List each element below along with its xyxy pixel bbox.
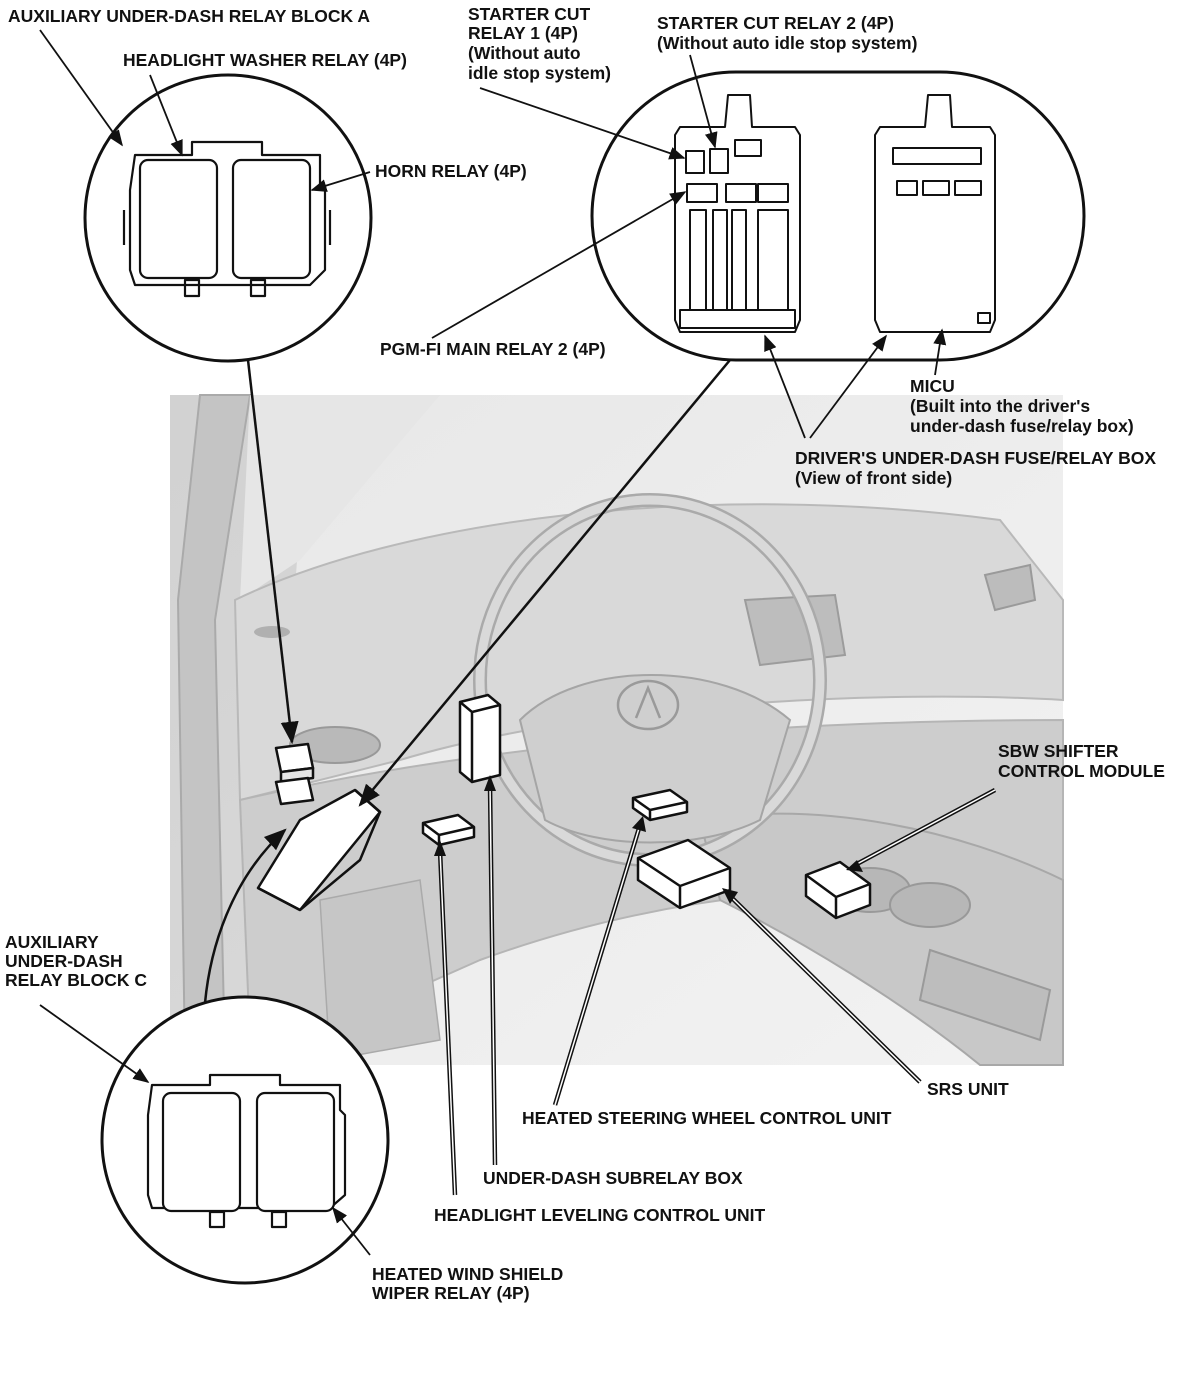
inset-relay-block-a (83, 73, 373, 363)
label-line: HEATED WIND SHIELD (372, 1264, 564, 1284)
headlight-leveling-component (421, 813, 476, 847)
heated-steering-wheel-unit-component (631, 788, 689, 822)
inset-relay-block-c (100, 995, 390, 1285)
label-line: SBW SHIFTER (998, 741, 1119, 761)
label-line: WIPER RELAY (4P) (372, 1283, 530, 1303)
component-boxes (256, 693, 872, 920)
label-pgm-fi-main-relay-2: PGM-FI MAIN RELAY 2 (4P) (380, 339, 606, 359)
label-line: CONTROL MODULE (998, 761, 1165, 781)
label-line: (View of front side) (795, 468, 953, 488)
cabin-illustration (170, 394, 1064, 1066)
label-line: (Built into the driver's (910, 396, 1091, 416)
leader-lines (39, 29, 997, 1256)
label-under-dash-subrelay-box: UNDER-DASH SUBRELAY BOX (483, 1168, 743, 1188)
label-line: STARTER CUT (468, 4, 591, 24)
label-line: AUXILIARY (5, 932, 99, 952)
srs-unit-component (636, 838, 732, 910)
label-line: DRIVER'S UNDER-DASH FUSE/RELAY BOX (795, 448, 1157, 468)
label-line: (Without auto idle stop system) (657, 33, 918, 53)
label-line: MICU (910, 376, 955, 396)
sbw-shifter-component (804, 860, 872, 920)
under-dash-subrelay-box-component (458, 693, 502, 784)
label-line: idle stop system) (468, 63, 611, 83)
label-line: (Without auto (468, 43, 581, 63)
label-line: RELAY 1 (4P) (468, 23, 578, 43)
label-horn-relay: HORN RELAY (4P) (375, 161, 527, 181)
label-line: UNDER-DASH (5, 951, 123, 971)
aux-relay-block-a-component (274, 742, 315, 806)
label-headlight-washer-relay: HEADLIGHT WASHER RELAY (4P) (123, 50, 407, 70)
label-line: STARTER CUT RELAY 2 (4P) (657, 13, 894, 33)
label-line: under-dash fuse/relay box) (910, 416, 1134, 436)
label-aux-relay-block-a: AUXILIARY UNDER-DASH RELAY BLOCK A (8, 6, 371, 26)
label-headlight-leveling-control-unit: HEADLIGHT LEVELING CONTROL UNIT (434, 1205, 766, 1225)
label-heated-steering-wheel-control-unit: HEATED STEERING WHEEL CONTROL UNIT (522, 1108, 892, 1128)
inset-fuse-relay-box (590, 70, 1086, 362)
label-line: RELAY BLOCK C (5, 970, 147, 990)
label-srs-unit: SRS UNIT (927, 1079, 1009, 1099)
